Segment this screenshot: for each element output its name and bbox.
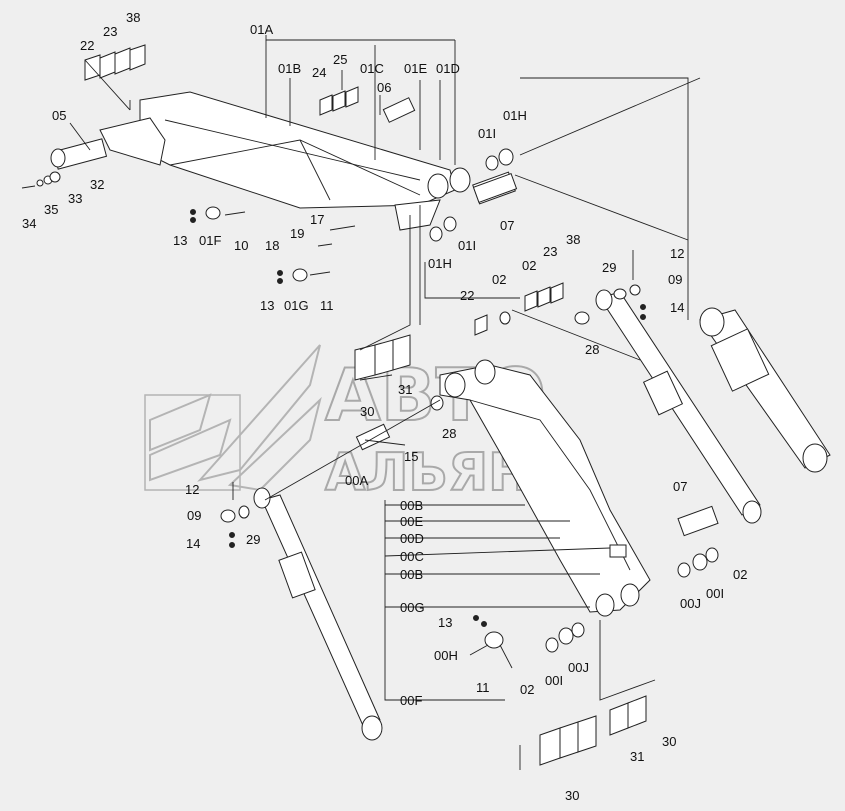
- label-38: 38: [126, 10, 140, 25]
- label-31-bottom: 31: [630, 749, 644, 764]
- label-01G: 01G: [284, 298, 309, 313]
- label-13: 13: [173, 233, 187, 248]
- label-00A: 00A: [345, 473, 368, 488]
- label-00C: 00C: [400, 549, 424, 564]
- label-12-lower: 12: [185, 482, 199, 497]
- label-02: 02: [492, 272, 506, 287]
- label-00J-bottom: 00J: [568, 660, 589, 675]
- label-05: 05: [52, 108, 66, 123]
- label-30-bottom-second: 30: [565, 788, 579, 803]
- hydraulic-cylinder-left: [220, 482, 383, 741]
- lower-boom-small-parts: [354, 282, 719, 766]
- upper-boom: [50, 91, 471, 231]
- part-labels: 01A 22 23 38 01B 24 25 01C 01E 01D 06 05…: [22, 10, 747, 803]
- label-01F: 01F: [199, 233, 221, 248]
- label-14-lower: 14: [186, 536, 200, 551]
- label-24: 24: [312, 65, 326, 80]
- label-01H-lower: 01H: [428, 256, 452, 271]
- label-34: 34: [22, 216, 36, 231]
- label-09: 09: [668, 272, 682, 287]
- label-01H: 01H: [503, 108, 527, 123]
- label-07: 07: [500, 218, 514, 233]
- label-00H: 00H: [434, 648, 458, 663]
- label-01A: 01A: [250, 22, 273, 37]
- lower-boom: [439, 359, 651, 617]
- label-29-lower: 29: [246, 532, 260, 547]
- label-00D: 00D: [400, 531, 424, 546]
- label-01D: 01D: [436, 61, 460, 76]
- label-19: 19: [290, 226, 304, 241]
- leader-lines: [69, 35, 701, 770]
- label-13-lower: 13: [438, 615, 452, 630]
- hydraulic-cylinder-center: [595, 250, 762, 524]
- label-01I: 01I: [478, 126, 496, 141]
- label-32: 32: [90, 177, 104, 192]
- pins: [472, 173, 518, 203]
- label-17: 17: [310, 212, 324, 227]
- label-01E: 01E: [404, 61, 427, 76]
- label-13-second: 13: [260, 298, 274, 313]
- label-38-lower: 38: [566, 232, 580, 247]
- label-12: 12: [670, 246, 684, 261]
- label-10: 10: [234, 238, 248, 253]
- label-28-lower: 28: [442, 426, 456, 441]
- label-01B: 01B: [278, 61, 301, 76]
- hydraulic-cylinder-right: [699, 307, 831, 473]
- label-28: 28: [585, 342, 599, 357]
- label-00G: 00G: [400, 600, 425, 615]
- label-01C: 01C: [360, 61, 384, 76]
- label-06: 06: [377, 80, 391, 95]
- label-33: 33: [68, 191, 82, 206]
- label-11-lower: 11: [476, 680, 490, 695]
- label-31: 31: [398, 382, 412, 397]
- label-25: 25: [333, 52, 347, 67]
- label-00B-second: 00B: [400, 567, 423, 582]
- label-00J: 00J: [680, 596, 701, 611]
- label-02-bottom: 02: [520, 682, 534, 697]
- label-22-lower: 22: [460, 288, 474, 303]
- label-00E: 00E: [400, 514, 423, 529]
- label-15: 15: [404, 449, 418, 464]
- upper-boom-small-parts: [21, 44, 516, 284]
- label-02-second: 02: [522, 258, 536, 273]
- label-02-right: 02: [733, 567, 747, 582]
- label-22: 22: [80, 38, 94, 53]
- label-30: 30: [360, 404, 374, 419]
- label-11: 11: [320, 298, 334, 313]
- label-07-lower: 07: [673, 479, 687, 494]
- label-00I-bottom: 00I: [545, 673, 563, 688]
- label-00F: 00F: [400, 693, 422, 708]
- label-35: 35: [44, 202, 58, 217]
- label-23-lower: 23: [543, 244, 557, 259]
- label-09-lower: 09: [187, 508, 201, 523]
- label-00B: 00B: [400, 498, 423, 513]
- label-00I: 00I: [706, 586, 724, 601]
- label-01I-lower: 01I: [458, 238, 476, 253]
- label-30-bottom: 30: [662, 734, 676, 749]
- label-29: 29: [602, 260, 616, 275]
- label-14: 14: [670, 300, 684, 315]
- label-23: 23: [103, 24, 117, 39]
- label-18: 18: [265, 238, 279, 253]
